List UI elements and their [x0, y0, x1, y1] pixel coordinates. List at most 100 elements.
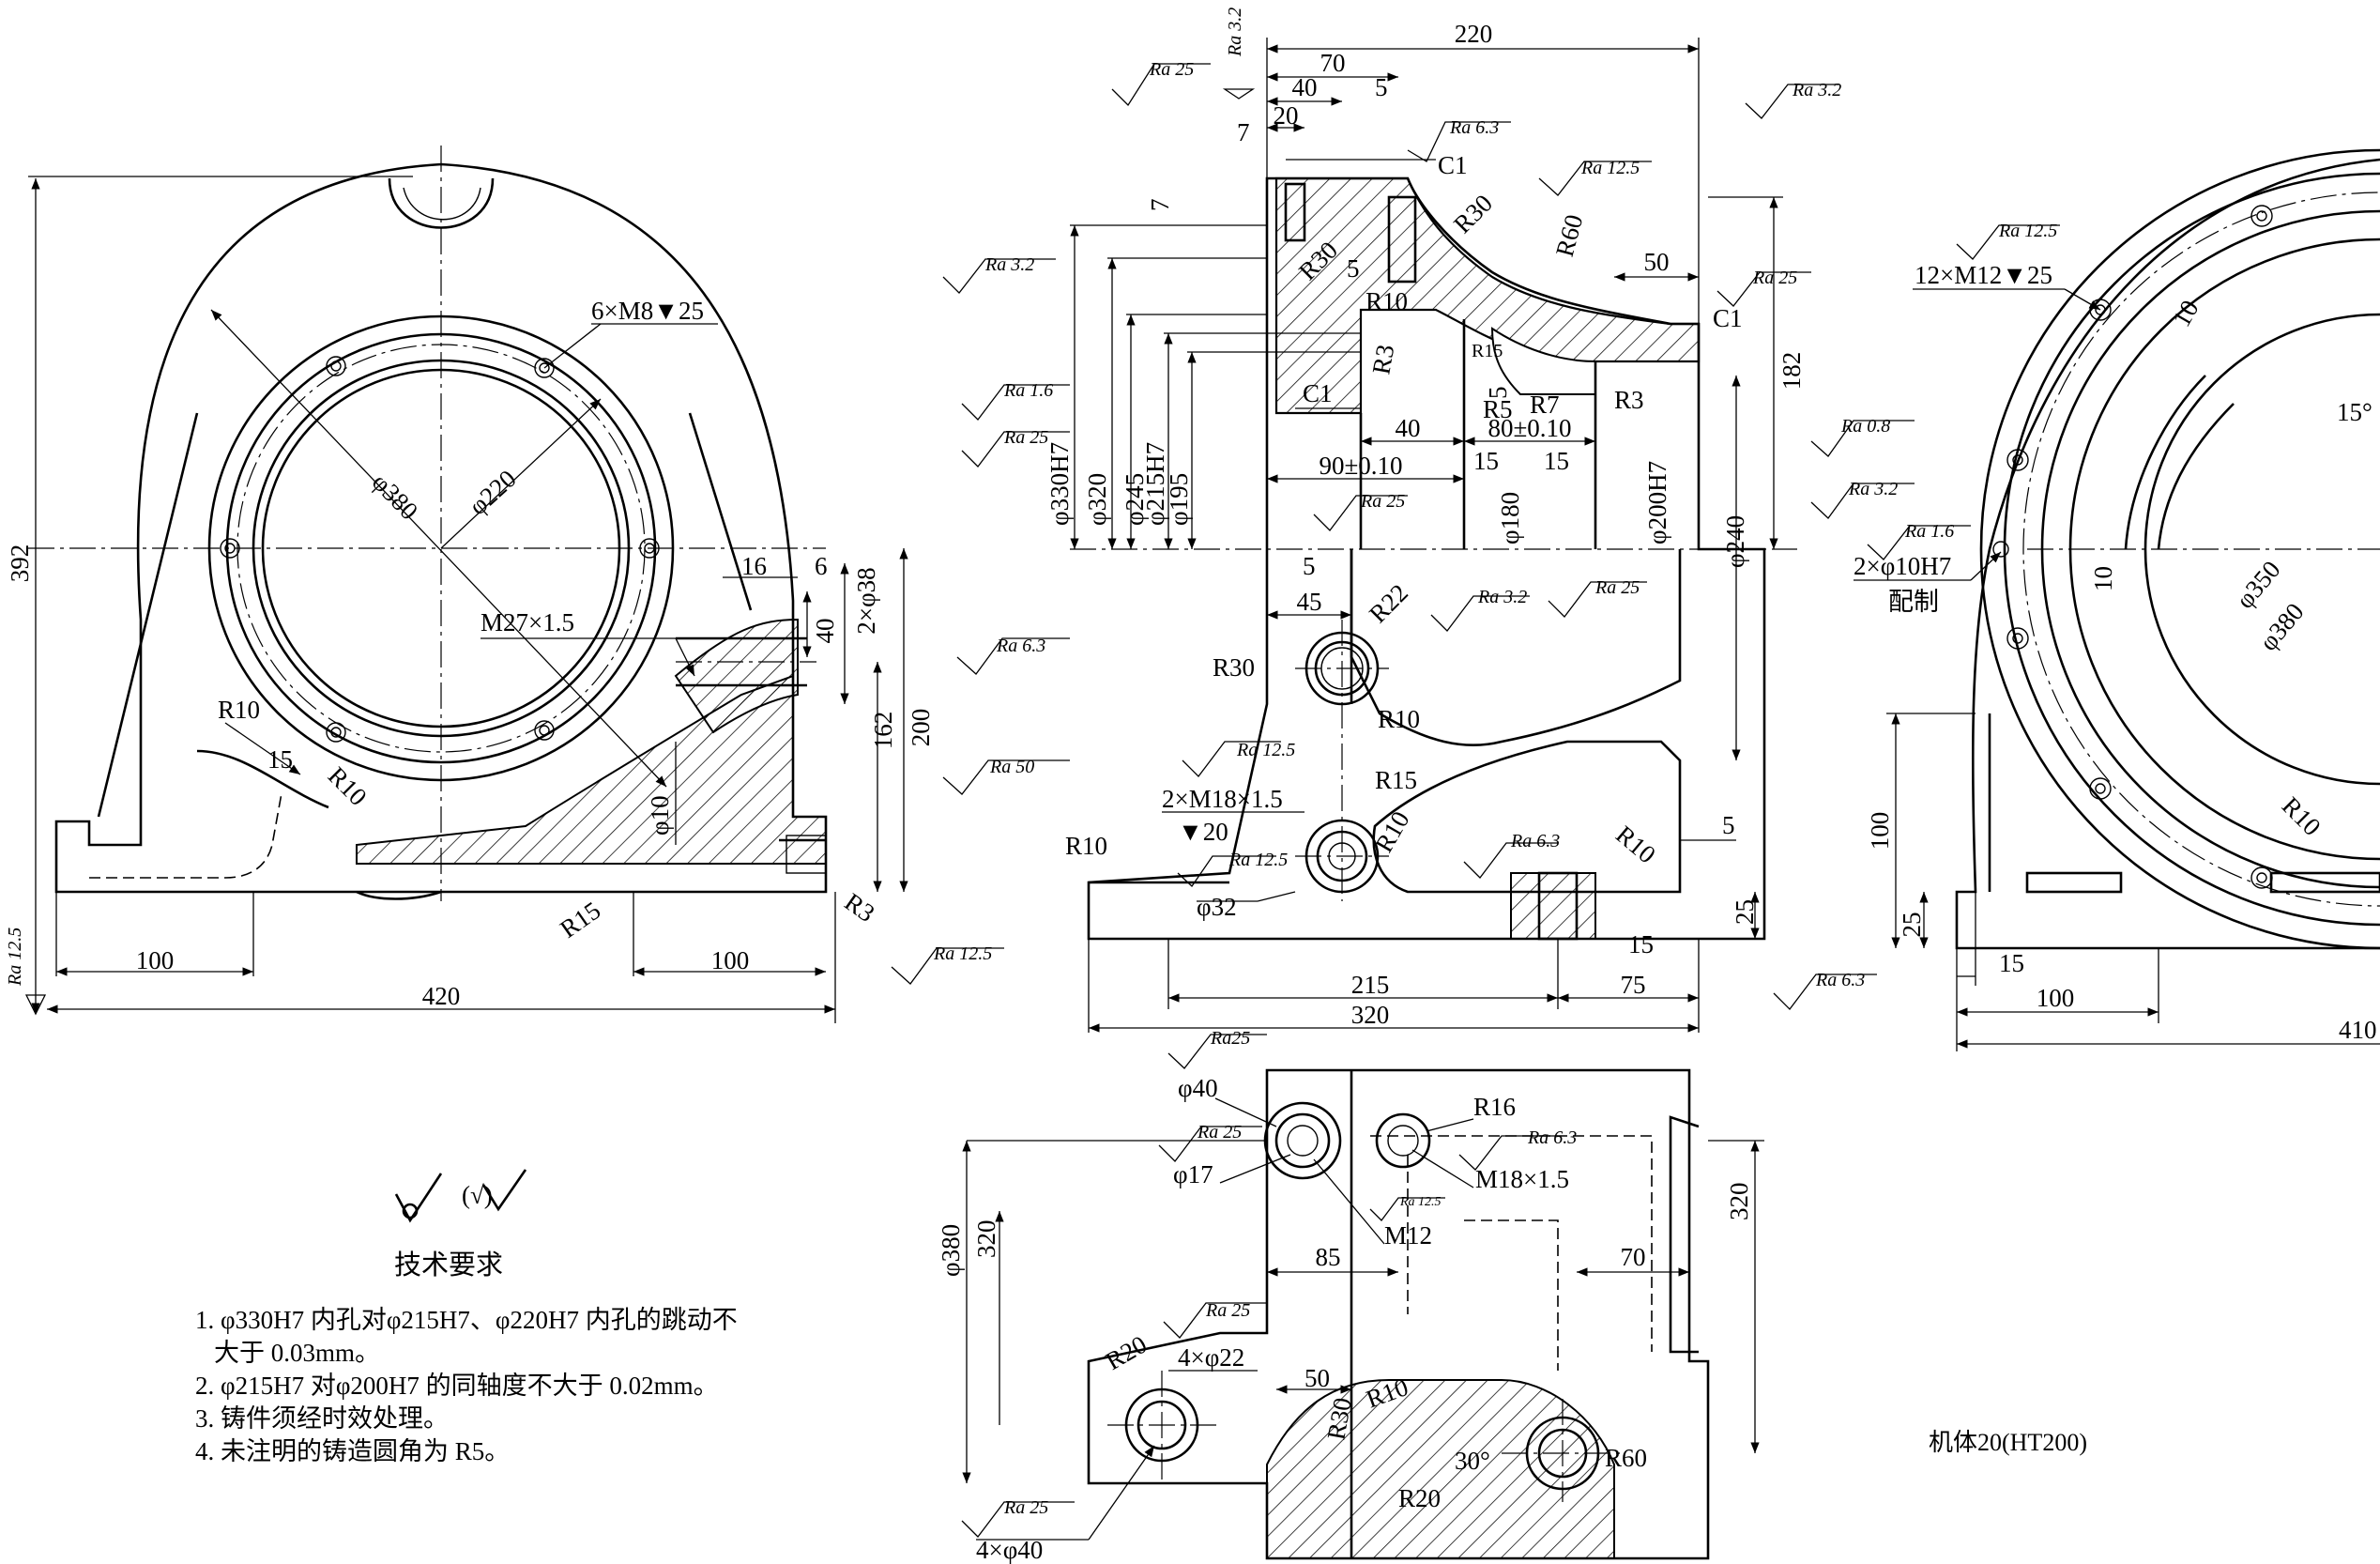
svg-text:Ra 1.6: Ra 1.6	[1904, 521, 1954, 542]
svg-text:2×M18×1.5: 2×M18×1.5	[1162, 785, 1283, 813]
svg-text:φ380: φ380	[2254, 598, 2310, 656]
svg-text:25: 25	[1731, 899, 1759, 925]
dim-40: 40	[811, 619, 839, 644]
tech-requirement-3: 3. 铸件须经时效处理。	[195, 1404, 449, 1433]
svg-text:40: 40	[1292, 73, 1318, 101]
side-view	[1955, 148, 2380, 950]
svg-text:C1: C1	[1713, 304, 1743, 332]
svg-text:25: 25	[1898, 912, 1926, 938]
svg-text:R10: R10	[1378, 705, 1420, 733]
svg-text:Ra 25: Ra 25	[1205, 1300, 1250, 1321]
hole	[1263, 1101, 1342, 1180]
top-view	[1087, 1068, 1710, 1560]
dim-phi220: φ220	[464, 465, 522, 521]
svg-text:φ195: φ195	[1165, 473, 1193, 526]
bolt-hole	[2006, 449, 2029, 471]
svg-text:Ra 12.5: Ra 12.5	[933, 943, 992, 964]
svg-text:Ra 6.3: Ra 6.3	[996, 636, 1045, 656]
dim-16: 16	[741, 552, 767, 580]
svg-text:410: 410	[2339, 1016, 2377, 1044]
svg-text:Ra 12.5: Ra 12.5	[5, 928, 25, 987]
svg-text:配制: 配制	[1888, 588, 1939, 616]
top-view-roughness: Ra25 Ra 25 Ra 6.3 Ra 12.5 Ra 25 Ra 25	[961, 1028, 1577, 1538]
svg-text:15: 15	[1628, 930, 1654, 958]
tech-requirement-4: 4. 未注明的铸造圆角为 R5。	[195, 1437, 510, 1465]
dim-R3: R3	[840, 887, 880, 928]
tech-requirement-2: 2. φ215H7 对φ200H7 的同轴度不大于 0.02mm。	[195, 1372, 719, 1400]
svg-text:15: 15	[1473, 447, 1499, 475]
svg-text:Ra 12.5: Ra 12.5	[1236, 740, 1295, 760]
dim-2xphi38: 2×φ38	[852, 567, 880, 634]
hole	[1375, 1112, 1431, 1169]
bolt-hole	[2006, 627, 2029, 650]
dim-420: 420	[422, 982, 461, 1010]
section-view-roughness: Ra 3.2 Ra 25 Ra 6.3 Ra 3.2 Ra 12.5 Ra 3.…	[942, 8, 1915, 887]
svg-text:Ra 3.2: Ra 3.2	[984, 254, 1034, 275]
svg-text:7: 7	[1146, 199, 1174, 212]
svg-text:R30: R30	[1213, 653, 1255, 682]
svg-text:C1: C1	[1438, 151, 1468, 179]
svg-text:R20: R20	[1398, 1484, 1441, 1512]
svg-text:Ra 3.2: Ra 3.2	[1792, 80, 1841, 100]
dim-100-a: 100	[136, 946, 175, 974]
svg-text:Ra 12.5: Ra 12.5	[1998, 221, 2057, 241]
svg-text:70: 70	[1621, 1243, 1646, 1271]
section-view	[1070, 176, 1797, 941]
svg-text:R3: R3	[1366, 343, 1399, 376]
svg-text:M18×1.5: M18×1.5	[1475, 1165, 1569, 1193]
svg-text:R22: R22	[1364, 578, 1413, 628]
svg-text:4×φ22: 4×φ22	[1178, 1343, 1244, 1372]
dim-15: 15	[267, 745, 293, 774]
dim-M27x1.5: M27×1.5	[481, 608, 574, 636]
svg-text:R60: R60	[1550, 211, 1589, 259]
svg-text:φ350: φ350	[2231, 556, 2286, 614]
svg-text:7: 7	[1237, 118, 1250, 146]
svg-text:R20: R20	[1101, 1330, 1152, 1375]
svg-text:85: 85	[1316, 1243, 1341, 1271]
dim-200: 200	[907, 709, 935, 747]
svg-text:Ra 3.2: Ra 3.2	[1225, 8, 1245, 57]
svg-text:Ra 0.8: Ra 0.8	[1840, 416, 1890, 437]
svg-text:Ra 1.6: Ra 1.6	[1003, 380, 1053, 401]
dim-R15: R15	[555, 897, 605, 943]
svg-text:φ380: φ380	[937, 1224, 965, 1277]
bolt-hole	[2250, 866, 2273, 889]
svg-text:5: 5	[1347, 254, 1360, 283]
bolt-hole	[2089, 777, 2112, 800]
svg-text:(√): (√)	[462, 1181, 493, 1209]
svg-text:5: 5	[1375, 73, 1388, 101]
bolt-hole	[2089, 299, 2112, 321]
svg-text:R60: R60	[1605, 1444, 1647, 1472]
front-view-roughness: Ra 6.3 Ra 50 Ra 12.5 Ra 12.5	[5, 636, 1070, 1016]
svg-text:R10: R10	[2277, 791, 2327, 841]
side-view-dimensions: 12×M12▼25 10 15° 2×φ10H7 配制 10 φ350 φ380…	[1854, 261, 2380, 1051]
svg-text:M12: M12	[1384, 1221, 1432, 1250]
svg-text:Ra 12.5: Ra 12.5	[1399, 1195, 1442, 1209]
dim-R10-a: R10	[218, 696, 260, 724]
svg-text:φ200H7: φ200H7	[1643, 461, 1671, 544]
dim-phi380: φ380	[367, 468, 424, 525]
svg-text:Ra 3.2: Ra 3.2	[1848, 479, 1898, 499]
svg-text:Ra 25: Ra 25	[1360, 491, 1405, 512]
svg-text:100: 100	[1866, 812, 1894, 851]
section-view-dimensions: 220 70 40 5 20 7 7 C1 R30 R60 50 C1 R30 …	[1045, 20, 1806, 1033]
svg-text:215: 215	[1351, 971, 1390, 999]
svg-text:R10: R10	[1365, 287, 1408, 315]
svg-text:Ra 12.5: Ra 12.5	[1580, 158, 1640, 178]
dim-392: 392	[6, 544, 34, 583]
svg-text:φ40: φ40	[1178, 1074, 1218, 1102]
svg-text:320: 320	[1725, 1183, 1753, 1221]
svg-text:▼20: ▼20	[1178, 818, 1228, 846]
dim-6: 6	[815, 552, 828, 580]
svg-text:Ra 6.3: Ra 6.3	[1815, 970, 1865, 990]
svg-text:R7: R7	[1530, 391, 1560, 419]
svg-text:10: 10	[2167, 296, 2204, 331]
svg-text:Ra 25: Ra 25	[1594, 577, 1640, 598]
svg-text:5: 5	[1722, 811, 1735, 839]
front-view-dimensions: 392 6×M8▼25 φ380 φ220 16 6 40 2×φ38 M27×…	[6, 176, 935, 1023]
svg-text:5: 5	[1484, 387, 1512, 400]
svg-text:R15: R15	[1375, 766, 1417, 794]
svg-text:Ra 25: Ra 25	[1197, 1122, 1242, 1142]
top-view-dimensions: φ40 R16 φ17 M18×1.5 M12 φ380 320 85 70 3…	[937, 1074, 1764, 1564]
svg-text:40: 40	[1396, 414, 1421, 442]
